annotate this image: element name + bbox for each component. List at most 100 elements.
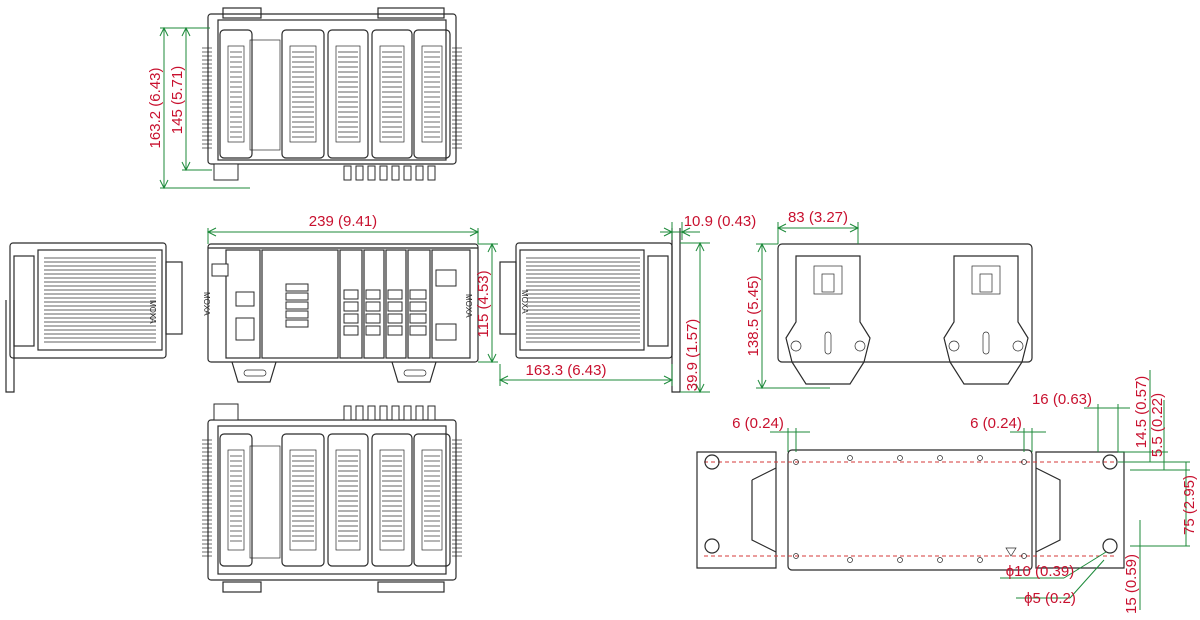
front-view-ports — [211, 263, 457, 341]
sfp-port — [409, 313, 427, 324]
module-slot — [335, 45, 361, 143]
wall-mount-view — [696, 449, 1125, 571]
dim-side-bracket-height-upper: 39.9 (1.57) — [684, 319, 701, 392]
power-connector — [213, 163, 239, 181]
ethernet-port — [365, 325, 381, 336]
front-module — [261, 249, 339, 359]
bracket-slot — [979, 273, 993, 293]
bracket-window — [971, 265, 1001, 295]
serial-port — [235, 317, 255, 341]
connector — [343, 405, 352, 421]
front-module — [225, 249, 261, 359]
bracket-hole — [948, 340, 960, 352]
screw-hole — [847, 455, 853, 461]
module-frame — [219, 29, 253, 159]
module-frame — [413, 433, 451, 567]
bracket-window — [813, 265, 843, 295]
connector — [403, 165, 412, 181]
ethernet-port — [285, 292, 309, 301]
ethernet-port — [387, 289, 403, 300]
wall-mount-dims: 6 (0.24) 6 (0.24) 16 (0.63) 14.5 (0.57) … — [732, 370, 1198, 614]
serial-port — [235, 291, 255, 307]
right-logo: MOXA — [520, 290, 529, 314]
dim-hole-offset-right: 6 (0.24) — [970, 415, 1022, 432]
bottom-view-modules — [219, 433, 451, 567]
ethernet-port — [285, 310, 309, 319]
top-dims: 163.2 (6.43) 145 (5.71) — [147, 26, 250, 190]
dim-bracket-slot-width: 16 (0.63) — [1032, 391, 1092, 408]
module-frame — [327, 433, 369, 567]
dim-slot-pitch-lower: 15 (0.59) — [1123, 554, 1140, 614]
module-frame — [219, 433, 253, 567]
module-frame — [281, 433, 325, 567]
ethernet-port — [365, 289, 381, 300]
bracket-slot — [824, 331, 832, 355]
power-terminal — [435, 269, 457, 287]
keyhole-bottom-right — [1102, 538, 1118, 554]
connector — [367, 405, 376, 421]
rear-view — [777, 243, 1033, 385]
dim-hole-offset-left: 6 (0.24) — [732, 415, 784, 432]
screw-hole — [937, 455, 943, 461]
module-frame — [371, 29, 413, 159]
screw-hole — [1021, 459, 1027, 465]
front-logo-right: MOXA — [464, 294, 473, 318]
bottom-view-connectors — [213, 403, 436, 421]
connector — [379, 165, 388, 181]
dim-top-total-height: 163.2 (6.43) — [147, 68, 164, 149]
screw-hole — [897, 455, 903, 461]
bottom-view — [202, 403, 462, 593]
terminal-block — [211, 263, 229, 277]
front-logo-left: MOXA — [202, 292, 211, 316]
module-gap — [249, 39, 281, 151]
ethernet-port — [365, 313, 381, 324]
front-module — [431, 249, 471, 359]
connector — [415, 405, 424, 421]
dim-rear-height: 138.5 (5.45) — [745, 276, 762, 357]
ethernet-port — [343, 325, 359, 336]
dim-hole-large: ϕ10 (0.39) — [1006, 563, 1074, 580]
connector — [391, 405, 400, 421]
module-frame — [281, 29, 325, 159]
connector — [427, 405, 436, 421]
module-gap — [249, 445, 281, 559]
top-view-connectors — [213, 163, 436, 181]
mount-bracket — [943, 255, 1029, 385]
module-slot — [289, 449, 317, 551]
front-view: MOXA MOXA — [202, 243, 479, 383]
ethernet-port — [343, 289, 359, 300]
screw-hole — [793, 553, 799, 559]
module-frame — [327, 29, 369, 159]
module-slot — [227, 449, 245, 551]
module-slot — [379, 449, 405, 551]
dim-front-width: 239 (9.41) — [309, 213, 377, 230]
ethernet-port — [365, 301, 381, 312]
connector — [355, 405, 364, 421]
rear-dims: 83 (3.27) 138.5 (5.45) — [745, 209, 860, 390]
bracket-hole — [1012, 340, 1024, 352]
screw-hole — [793, 459, 799, 465]
dim-slot-offset: 5.5 (0.22) — [1149, 393, 1166, 457]
rear-view-brackets — [785, 255, 1029, 385]
mount-bracket — [785, 255, 871, 385]
sfp-port — [409, 301, 427, 312]
module-frame — [371, 433, 413, 567]
screw-hole — [1021, 553, 1027, 559]
dim-rear-bracket-width: 83 (3.27) — [788, 209, 848, 226]
power-connector — [213, 403, 239, 421]
screw-hole — [977, 455, 983, 461]
screw-hole — [937, 557, 943, 563]
sfp-port — [409, 289, 427, 300]
bottom-view-heat-fins-right — [452, 439, 462, 557]
ethernet-port — [387, 313, 403, 324]
connector — [343, 165, 352, 181]
connector — [403, 405, 412, 421]
module-slot — [227, 45, 245, 143]
connector — [379, 405, 388, 421]
dim-side-depth: 163.3 (6.43) — [526, 362, 607, 379]
bracket-hole — [854, 340, 866, 352]
module-slot — [289, 45, 317, 143]
module-slot — [379, 45, 405, 143]
screw-hole — [847, 557, 853, 563]
